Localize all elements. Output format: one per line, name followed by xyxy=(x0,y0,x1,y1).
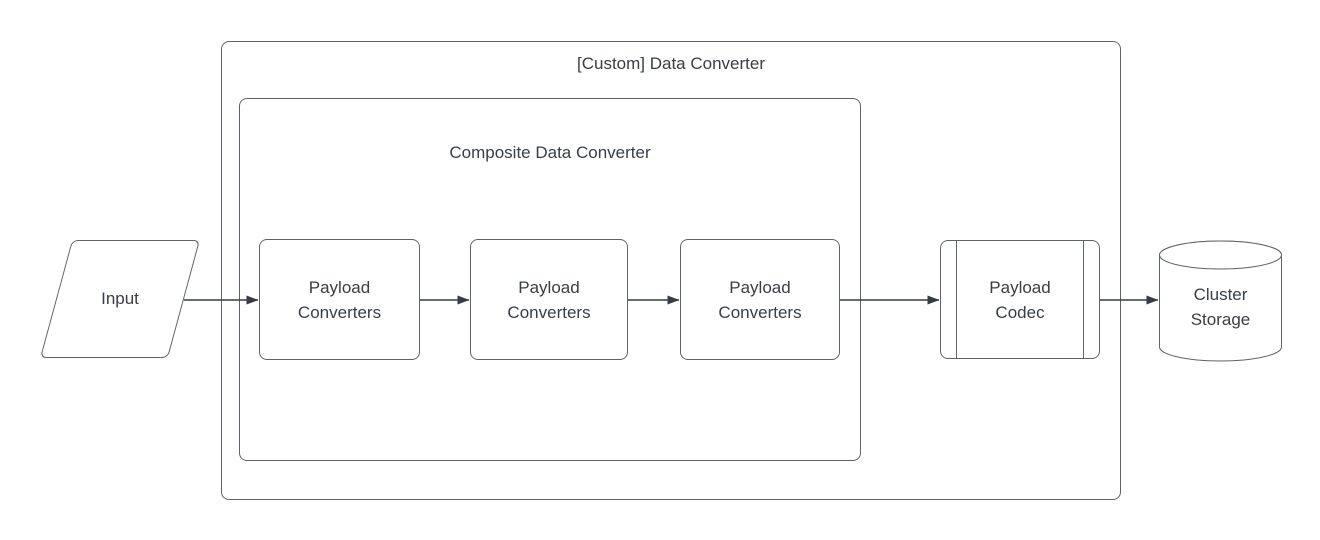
payload-converters-node-3: Payload Converters xyxy=(680,239,840,360)
payload-converters-node-2: Payload Converters xyxy=(470,239,628,360)
cylinder-shape xyxy=(1159,240,1282,362)
payload-codec-label: Payload Codec xyxy=(989,277,1051,322)
cluster-storage-node: Cluster Storage xyxy=(1159,240,1282,362)
cluster-storage-label: Cluster Storage xyxy=(1190,285,1251,329)
custom-data-converter-title: [Custom] Data Converter xyxy=(576,54,765,73)
composite-data-converter-container: Composite Data Converter xyxy=(239,98,861,461)
codec-right-bar xyxy=(1083,241,1084,358)
payload-codec-node: Payload Codec xyxy=(940,240,1100,359)
input-node-label: Input xyxy=(101,289,139,308)
payload-converters-node-1: Payload Converters xyxy=(259,239,420,360)
custom-data-converter-container: [Custom] Data Converter Composite Data C… xyxy=(221,41,1121,500)
codec-left-bar xyxy=(956,241,957,358)
composite-data-converter-title: Composite Data Converter xyxy=(449,143,651,162)
